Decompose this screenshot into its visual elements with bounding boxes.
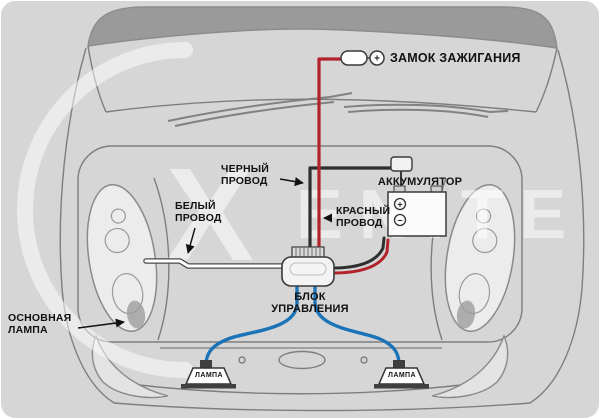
bolt-left — [238, 356, 246, 364]
wiring — [143, 57, 401, 367]
body-left-edge — [59, 47, 115, 404]
ignition-connector: + — [340, 50, 385, 66]
headlight-left-shadow — [126, 300, 146, 329]
label-control-unit-line2: УПРАВЛЕНИЯ — [271, 303, 349, 316]
car-roof — [87, 6, 558, 49]
label-white-wire: БЕЛЫЙ ПРОВОД — [175, 200, 222, 225]
headlight-right-shadow — [456, 300, 476, 329]
components: + + − — [181, 50, 447, 389]
engine-bay-outline — [77, 145, 523, 343]
ignition-plus-terminal — [369, 50, 385, 66]
control-unit — [281, 246, 335, 287]
control-unit-body — [281, 256, 335, 287]
watermark-crescent — [17, 42, 193, 378]
grille-oval — [278, 350, 326, 370]
label-red-wire: КРАСНЫЙ ПРОВОД — [336, 205, 391, 230]
ignition-plus-symbol: + — [374, 54, 380, 65]
corner-swoosh-left — [91, 334, 169, 399]
wipers — [167, 92, 509, 127]
headlight-left — [86, 183, 158, 333]
battery-red-lead — [331, 238, 390, 275]
battery: + − — [387, 156, 447, 237]
label-black-wire: ЧЕРНЫЙ ПРОВОД — [221, 163, 269, 188]
windshield-right-pillar — [535, 47, 558, 113]
lamp-left-block — [181, 360, 236, 389]
arrow-to-main-lamp — [77, 318, 125, 329]
lamp-right-block — [374, 360, 429, 389]
label-lamp-left: ЛАМПА — [195, 372, 223, 379]
battery-minus-symbol: − — [397, 216, 402, 226]
label-control-unit-line1: БЛОК — [294, 291, 326, 303]
headlight-right — [444, 183, 516, 333]
body-right-edge — [529, 49, 585, 404]
arrow-to-white-wire — [185, 227, 196, 254]
corner-swoosh-right — [431, 334, 509, 399]
battery-plus-symbol: + — [397, 200, 402, 210]
battery-plug — [390, 156, 413, 172]
body-bottom-edge — [113, 402, 531, 412]
lamp-right-socket — [393, 360, 405, 368]
label-black-wire-line1: ЧЕРНЫЙ — [221, 163, 269, 175]
white-wire — [144, 259, 294, 268]
label-battery: АККУМУЛЯТОР — [377, 176, 463, 188]
label-main-lamp: ОСНОВНАЯ ЛАМПА — [8, 312, 72, 337]
bolt-right — [360, 356, 368, 364]
blue-wire-right — [313, 284, 401, 367]
label-ignition-lock: ЗАМОК ЗАЖИГАНИЯ — [390, 51, 521, 65]
blue-wire-left — [204, 284, 299, 367]
battery-black-lead — [331, 236, 386, 270]
lamp-left-socket — [200, 360, 212, 368]
arrow-to-black-wire — [279, 177, 304, 187]
label-main-lamp-line1: ОСНОВНАЯ — [8, 312, 72, 324]
label-red-wire-line1: КРАСНЫЙ — [336, 205, 391, 217]
label-main-lamp-line2: ЛАМПА — [8, 323, 48, 336]
leader-arrows — [77, 177, 333, 329]
label-white-wire-line1: БЕЛЫЙ — [175, 200, 216, 212]
label-black-wire-line2: ПРОВОД — [221, 174, 268, 187]
black-wire — [308, 166, 401, 260]
label-control-unit: БЛОК УПРАВЛЕНИЯ — [264, 291, 356, 316]
label-red-wire-line2: ПРОВОД — [336, 216, 383, 229]
label-lamp-right: ЛАМПА — [388, 372, 416, 379]
label-white-wire-line2: ПРОВОД — [175, 211, 222, 224]
